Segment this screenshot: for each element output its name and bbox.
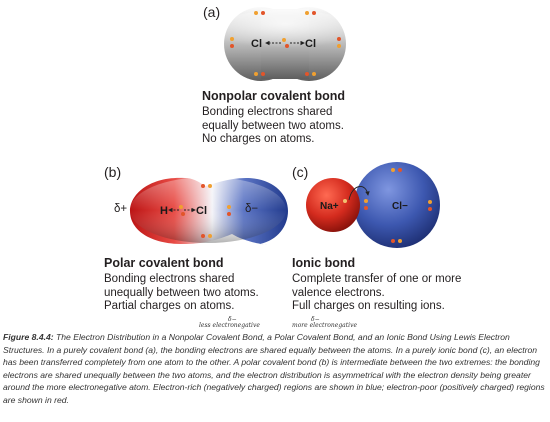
description-line: Complete transfer of one or more: [292, 273, 462, 285]
lone-pair-electron: [337, 37, 341, 41]
chloride-ion-sphere: [354, 162, 440, 248]
panel-b-label: (b): [104, 164, 122, 180]
description-line: Bonding electrons shared: [104, 273, 235, 285]
lone-pair-electron: [230, 44, 234, 48]
lone-pair-electron: [337, 44, 341, 48]
lone-pair-electron: [254, 72, 258, 76]
less-electronegative-label: less electronegative: [199, 322, 260, 329]
lone-pair-electron: [254, 11, 258, 15]
lone-pair-electron: [201, 184, 205, 188]
nonpolar-bond-title: Nonpolar covalent bond: [202, 89, 346, 103]
partial-negative-charge: δ−: [245, 203, 259, 215]
ion-label-na: Na+: [320, 201, 339, 212]
atom-label-cl-left: Cl: [251, 38, 262, 50]
description-line: valence electrons.: [292, 286, 385, 299]
nonpolar-cl2-molecule: Cl Cl: [215, 7, 355, 81]
atom-label-h: H: [160, 205, 168, 217]
lone-pair-electron: [305, 11, 309, 15]
lone-pair-electron: [312, 72, 316, 76]
lone-pair-electron: [208, 184, 212, 188]
lone-pair-electron: [428, 200, 432, 204]
description-line: Full charges on resulting ions.: [292, 300, 445, 312]
polar-bond-description: Bonding electrons shared unequally betwe…: [104, 273, 259, 314]
atom-label-cl-right: Cl: [305, 38, 316, 50]
ionic-bond-description: Complete transfer of one or more valence…: [292, 273, 461, 314]
bonding-electron: [179, 205, 183, 209]
ion-label-cl: Cl−: [392, 201, 408, 212]
delta-mark-left: δ−: [228, 316, 237, 323]
polar-hcl-molecule: H Cl: [130, 177, 288, 245]
figure-number: Figure 8.4.4:: [3, 332, 54, 342]
polar-bond-title: Polar covalent bond: [104, 256, 224, 270]
lone-pair-electron: [312, 11, 316, 15]
transferred-electron: [364, 199, 368, 203]
lone-pair-electron: [230, 37, 234, 41]
lone-pair-electron: [305, 72, 309, 76]
more-electronegative-label: more electronegative: [292, 322, 358, 329]
bonding-electron: [181, 212, 185, 216]
lone-pair-electron: [398, 239, 402, 243]
lone-pair-electron: [227, 212, 231, 216]
partial-positive-charge: δ+: [114, 203, 128, 215]
lone-pair-electron: [391, 168, 395, 172]
sodium-ion-sphere: [306, 178, 360, 232]
description-line: equally between two atoms.: [202, 119, 344, 132]
description-line: unequally between two atoms.: [104, 286, 259, 299]
description-line: Partial charges on atoms.: [104, 300, 235, 312]
panel-a-label: (a): [203, 4, 221, 20]
bonding-electron: [282, 38, 286, 42]
lone-pair-electron: [391, 239, 395, 243]
lone-pair-electron: [428, 207, 432, 211]
lone-pair-electron: [208, 234, 212, 238]
figure-caption-text: The Electron Distribution in a Nonpolar …: [3, 332, 545, 405]
ionic-bond-title: Ionic bond: [292, 256, 356, 270]
atom-label-cl: Cl: [196, 205, 207, 217]
lone-pair-electron: [261, 11, 265, 15]
panel-c-label: (c): [292, 164, 309, 180]
bonding-electron: [285, 44, 289, 48]
lone-pair-electron: [398, 168, 402, 172]
electron-transfer-arrow: [348, 186, 370, 201]
transferred-electron: [343, 199, 347, 203]
transferred-electron: [364, 206, 368, 210]
lone-pair-electron: [261, 72, 265, 76]
nonpolar-bond-description: Bonding electrons shared equally between…: [202, 106, 344, 147]
description-line: Bonding electrons shared: [202, 106, 333, 118]
delta-mark-right: δ−: [311, 316, 320, 323]
description-line: No charges on atoms.: [202, 133, 315, 145]
ionic-nacl-pair: Na+ Cl−: [306, 162, 440, 248]
figure-caption: Figure 8.4.4: The Electron Distribution …: [3, 331, 549, 407]
lone-pair-electron: [227, 205, 231, 209]
lone-pair-electron: [201, 234, 205, 238]
